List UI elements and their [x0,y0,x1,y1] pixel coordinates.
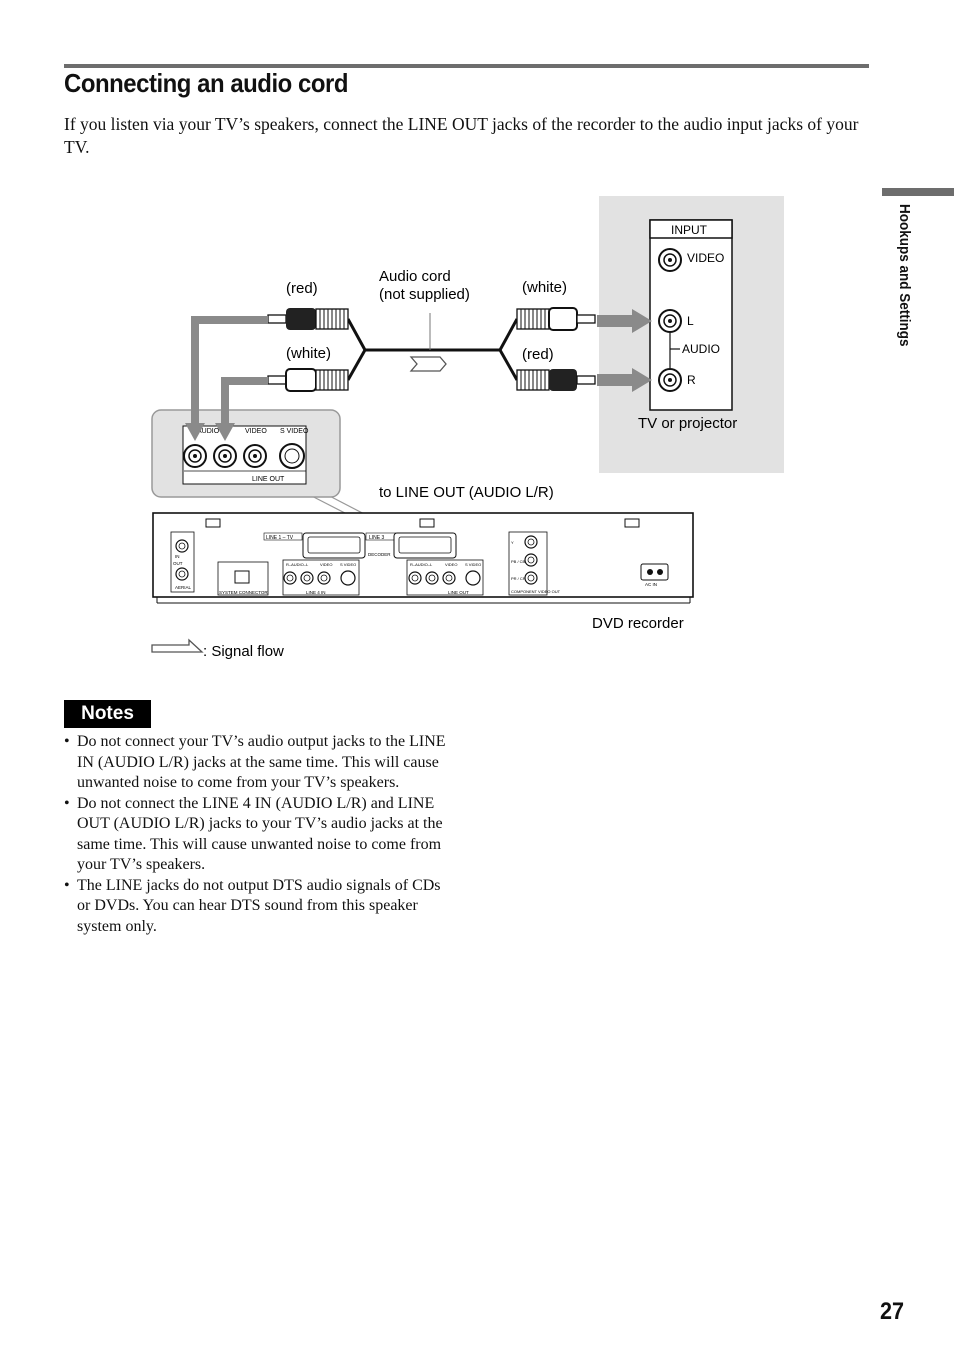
rec-line4-audio-label: R–AUDIO–L [286,562,309,567]
inset-video-label: VIDEO [245,428,267,435]
label-red-right: (red) [522,346,554,363]
rec-lineout-audio-label: R–AUDIO–L [410,562,433,567]
rec-aerial-label: AERIAL [175,585,192,590]
signal-flow-legend-label: : Signal flow [203,643,284,660]
side-tab-label: Hookups and Settings [896,204,913,347]
rec-pr-label: PR / CR [511,576,526,581]
side-tab-bar [882,188,954,196]
rec-line1-label: LINE 1 – TV [266,535,294,541]
rec-in-label: IN [175,554,180,559]
plug-red-left [267,308,349,330]
signal-flow-legend-icon [151,638,204,653]
tv-audio-l-jack [658,309,682,333]
note-item: Do not connect the LINE 4 IN (AUDIO L/R)… [64,794,454,876]
tv-r-label: R [687,373,696,387]
tv-l-label: L [687,314,694,328]
rec-pb-label: PB / CB [511,559,526,564]
signal-arrow-red [597,368,652,392]
rec-line4-svideo-label: S VIDEO [340,562,356,567]
to-line-out-label: to LINE OUT (AUDIO L/R) [379,484,554,501]
note-item: Do not connect your TV’s audio output ja… [64,732,454,794]
plug-white-right [516,307,596,331]
signal-arrow-left-2 [215,377,268,441]
tv-audio-r-jack [658,368,682,392]
label-audio-cord: Audio cord [379,268,451,285]
rec-lineout-svideo-label: S VIDEO [465,562,481,567]
rec-system-connector-label: SYSTEM CONNECTOR [219,590,268,595]
connection-diagram: INPUT VIDEO L AUDIO R TV or projector [151,196,784,660]
inset-video-jack [243,444,267,468]
plug-white-left [267,368,349,392]
rec-lineout-video-label: VIDEO [445,562,457,567]
cord-signal-flow-marker [409,356,447,372]
inset-line-out-label: LINE OUT [252,476,285,483]
label-not-supplied: (not supplied) [379,286,470,303]
rec-line4-video-label: VIDEO [320,562,332,567]
tv-video-label: VIDEO [687,251,724,265]
side-tab: Hookups and Settings [876,204,916,384]
header-rule [64,64,869,68]
inset-audio-r-jack [183,444,207,468]
rec-line3-label: LINE 3 [369,535,385,541]
label-white-right: (white) [522,279,567,296]
tv-audio-label: AUDIO [682,342,720,356]
rec-y-label: Y [511,540,514,545]
rec-ac-in-label: AC IN [645,582,657,587]
tv-video-jack [658,248,682,272]
inset-audio-l-jack [213,444,237,468]
plug-red-right [516,369,596,391]
rec-component-label: COMPONENT VIDEO OUT [511,589,561,594]
dvd-recorder: IN OUT AERIAL SYSTEM CONNECTOR LINE 1 – … [152,512,694,604]
label-red-left: (red) [286,280,318,297]
notes-list: Do not connect your TV’s audio output ja… [64,732,454,937]
rec-line4-in-label: LINE 4 IN [306,590,326,595]
signal-arrow-white [597,309,652,333]
page-title: Connecting an audio cord [64,68,348,98]
label-white-left: (white) [286,345,331,362]
notes-badge: Notes [64,700,151,728]
audio-cord [346,313,519,381]
rec-line-out-label: LINE OUT [448,590,469,595]
tv-input-label: INPUT [671,223,708,237]
tv-caption: TV or projector [638,415,737,432]
page-number: 27 [880,1298,905,1325]
note-item: The LINE jacks do not output DTS audio s… [64,876,454,938]
intro-paragraph: If you listen via your TV’s speakers, co… [64,114,859,157]
inset-audio-label: AUDIO [197,428,220,435]
inset-svideo-label: S VIDEO [280,428,309,435]
rec-decoder-label: DECODER [368,552,391,557]
dvd-recorder-caption: DVD recorder [592,615,684,632]
rec-out-label: OUT [173,561,183,566]
signal-arrow-left-1 [185,316,268,441]
